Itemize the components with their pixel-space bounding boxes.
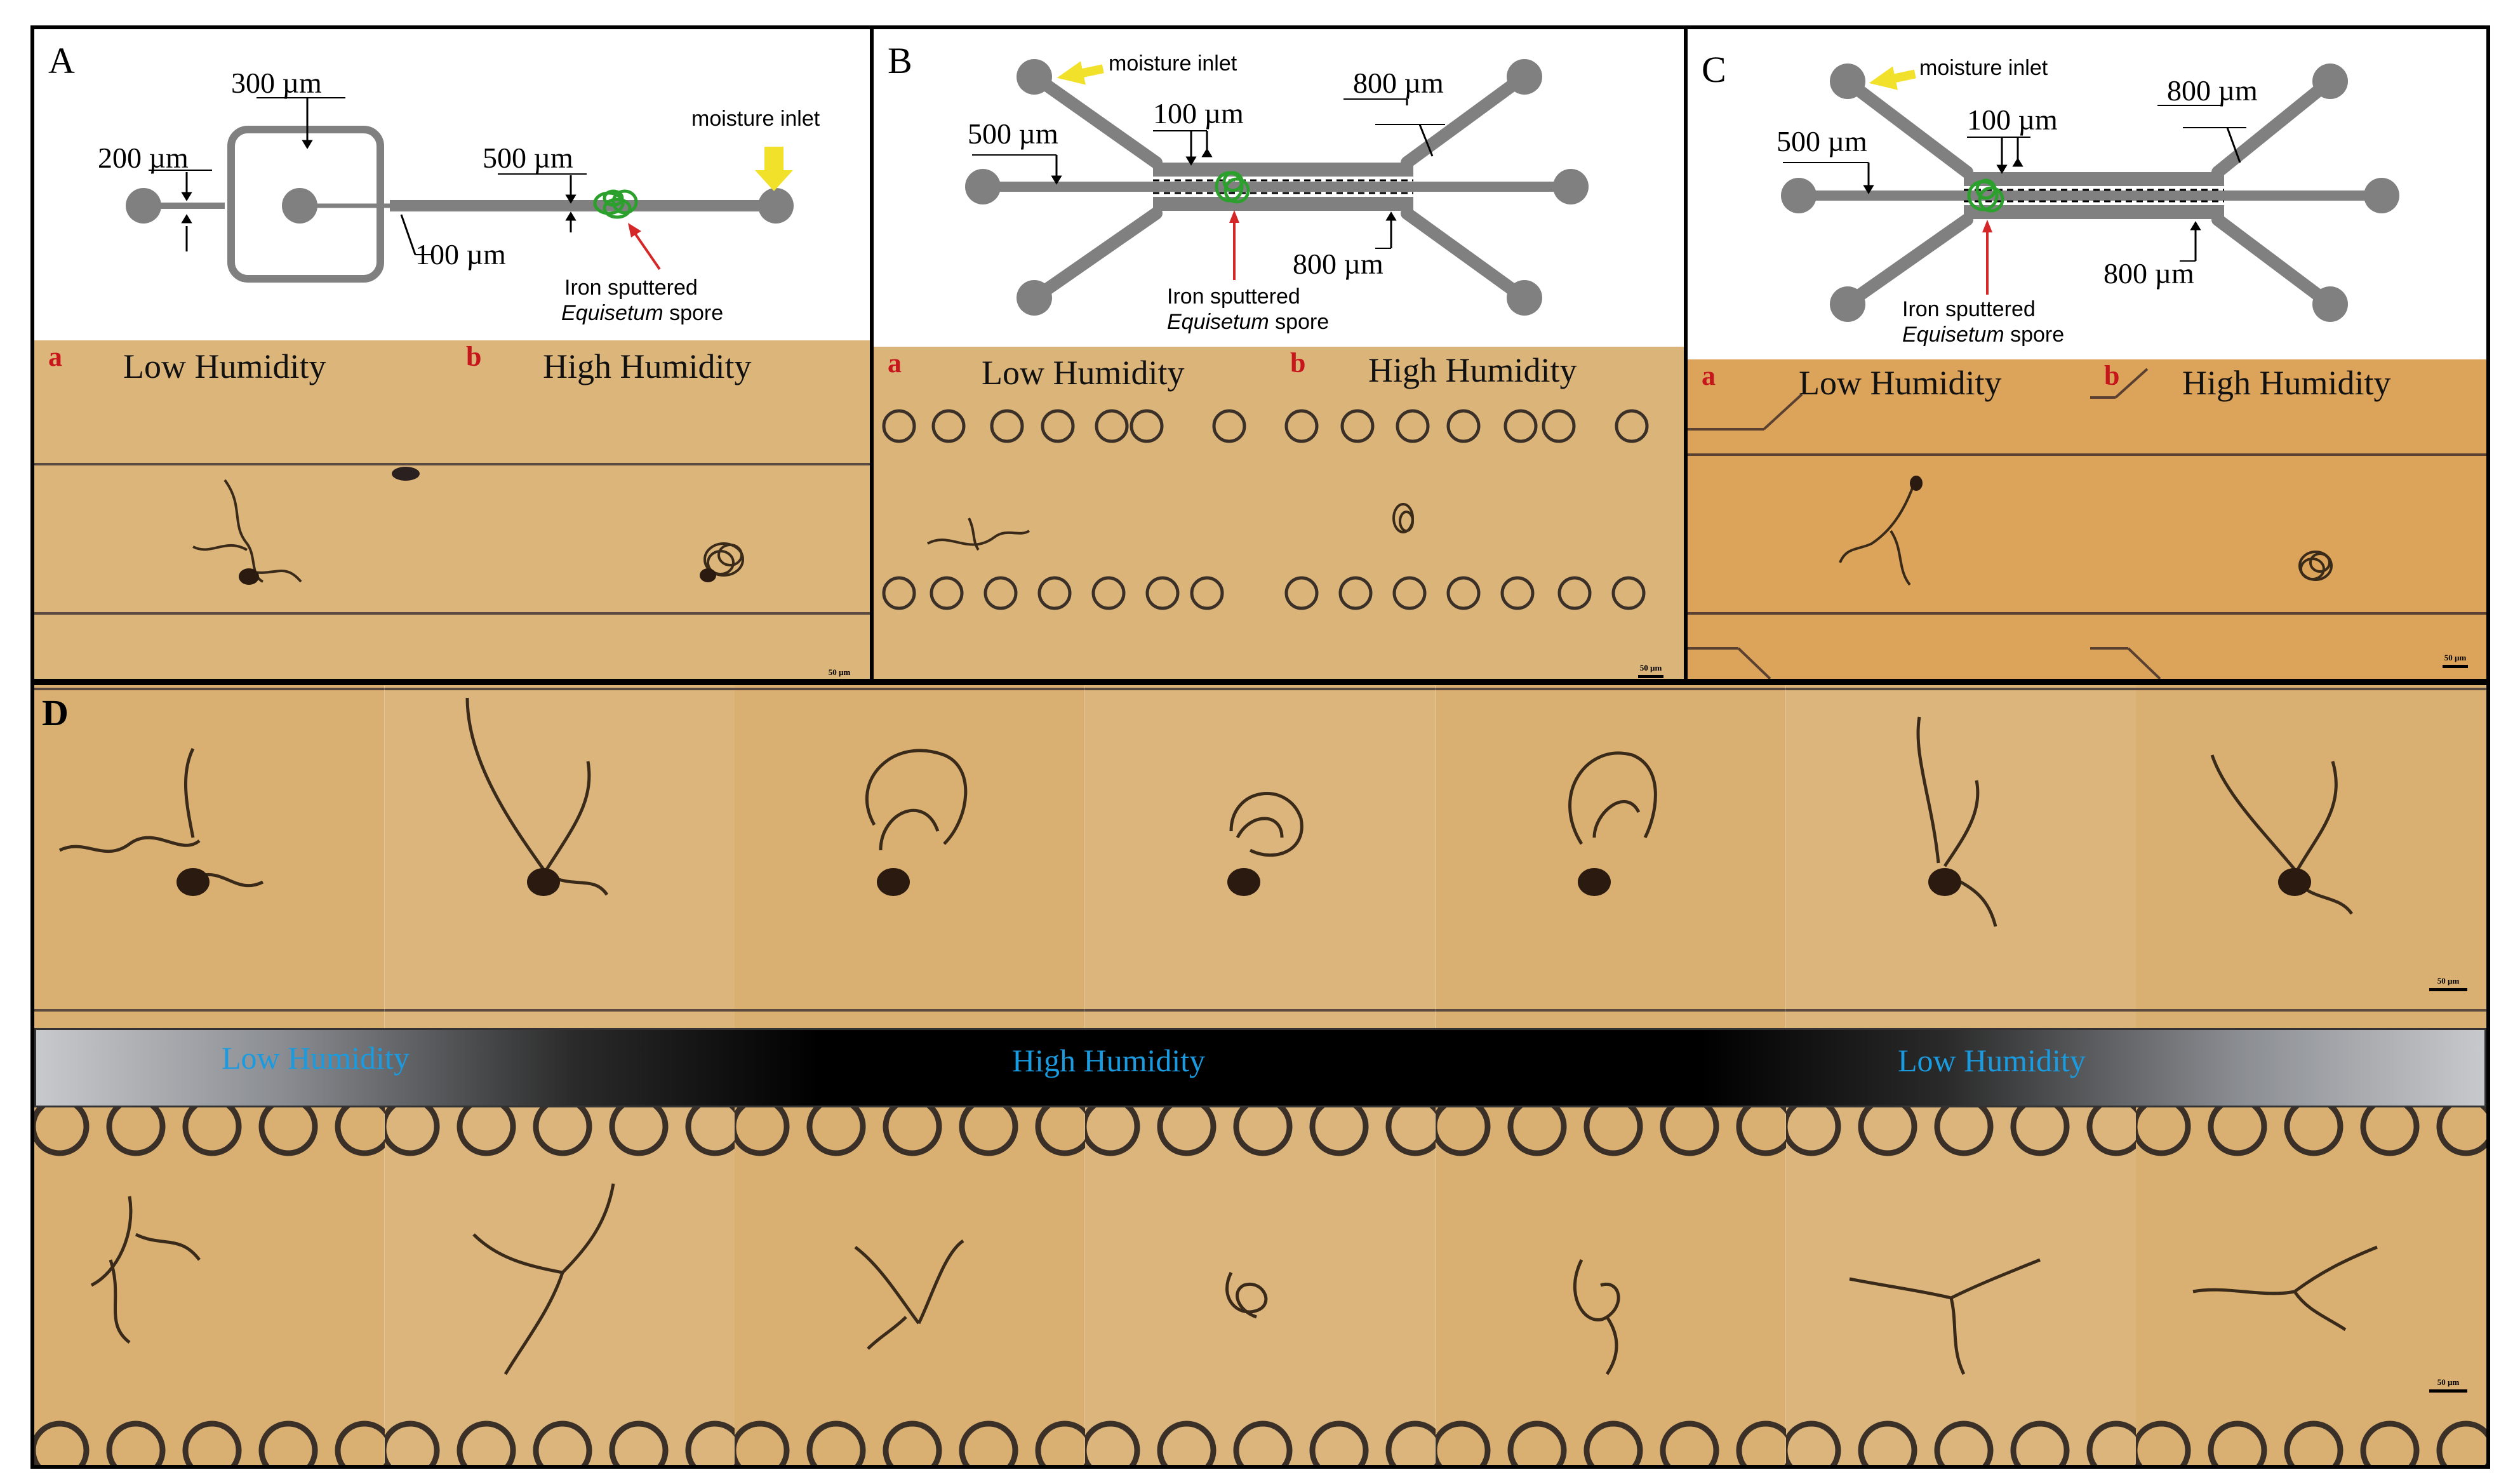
panel-c-micro-b: b High Humidity 50 µm — [2090, 359, 2486, 679]
panel-c-letter: C — [1702, 49, 1726, 90]
d-top-frame-4 — [1085, 685, 1436, 1028]
c-dim-100: 100 µm — [1967, 104, 2058, 136]
a-dim-200: 200 µm — [98, 142, 189, 174]
d-top-frame-6 — [1785, 685, 2137, 1028]
panel-c-micro-a: a Low Humidity — [1688, 359, 2090, 679]
a-moisture-inlet: moisture inlet — [691, 107, 820, 131]
panel-b-micro-a: a Low Humidity — [874, 347, 1276, 679]
c-low-humidity: Low Humidity — [1799, 364, 2002, 402]
panel-d: Low Humidity High Humidity Low Humidity … — [30, 681, 2490, 1469]
d-top-frame-7 — [2136, 685, 2486, 1028]
c-sub-a: a — [1702, 360, 1716, 391]
c-high-humidity: High Humidity — [2182, 364, 2391, 402]
c-dim-800b: 800 µm — [2103, 257, 2194, 290]
b-dim-100: 100 µm — [1153, 97, 1244, 130]
d-low-humidity-right: Low Humidity — [1898, 1043, 2086, 1078]
c-spore-rest: spore — [2004, 323, 2065, 347]
b-high-humidity: High Humidity — [1368, 351, 1577, 389]
d-bottom-frame-5 — [1435, 1107, 1786, 1465]
a-scale-label: 50 µm — [828, 667, 851, 677]
c-scale-label: 50 µm — [2444, 653, 2467, 662]
a-scale-bar: 50 µm — [827, 667, 852, 679]
a-dim-500: 500 µm — [483, 142, 573, 174]
a-dim-100: 100 µm — [415, 238, 506, 271]
b-spore-italic: Equisetum — [1167, 310, 1269, 334]
d-bottom-row — [34, 1107, 2486, 1465]
d-top-frame-2 — [384, 685, 735, 1028]
d-bottom-frame-3 — [735, 1107, 1086, 1465]
c-moisture-inlet: moisture inlet — [1919, 56, 2048, 80]
svg-text:Equisetum spore: Equisetum spore — [1167, 310, 1329, 334]
a-spore-line1: Iron sputtered — [564, 276, 698, 300]
d-top-frame-1 — [34, 685, 385, 1028]
b-scale-label: 50 µm — [1639, 663, 1662, 672]
a-spore-rest: spore — [663, 301, 724, 325]
a-low-humidity: Low Humidity — [123, 347, 326, 385]
panel-b-letter: B — [888, 40, 912, 81]
panel-a-micro-b: b High Humidity 50 µm — [451, 340, 871, 679]
d-bottom-frame-6 — [1785, 1107, 2137, 1465]
b-sub-a: a — [888, 347, 902, 378]
panel-b-micro-b: b High Humidity 50 µm — [1276, 347, 1685, 679]
a-spore-italic: Equisetum — [561, 301, 663, 325]
b-moisture-inlet: moisture inlet — [1109, 51, 1237, 76]
panel-b-schematic: moisture inlet 500 µm 100 µm 800 µm 800 … — [965, 51, 1589, 334]
b-dim-800b: 800 µm — [1293, 248, 1383, 280]
svg-text:Equisetum spore: Equisetum spore — [561, 301, 723, 325]
d-scale-bottom-label: 50 µm — [2437, 1377, 2460, 1387]
b-dim-500: 500 µm — [968, 117, 1058, 150]
d-bottom-frame-7 — [2136, 1107, 2486, 1465]
d-scale-bar-bottom: 50 µm — [2429, 1377, 2467, 1393]
panel-c: C — [1684, 25, 2490, 683]
c-dim-800a: 800 µm — [2167, 74, 2258, 107]
d-top-row — [34, 685, 2486, 1028]
c-spore-line1: Iron sputtered — [1902, 297, 2036, 321]
d-scale-bar-top: 50 µm — [2429, 976, 2467, 991]
panel-a: A 200 µ — [30, 25, 875, 683]
d-bottom-frame-2 — [384, 1107, 735, 1465]
panel-d-letter: D — [42, 692, 69, 733]
d-top-frame-5 — [1435, 685, 1786, 1028]
c-scale-bar: 50 µm — [2443, 653, 2468, 668]
a-high-humidity: High Humidity — [543, 347, 752, 385]
b-scale-bar: 50 µm — [1638, 663, 1663, 678]
a-dim-300: 300 µm — [231, 67, 322, 99]
humidity-gradient-bar — [34, 1028, 2486, 1107]
d-bottom-frame-4 — [1085, 1107, 1436, 1465]
a-sub-b: b — [466, 341, 482, 372]
c-dim-500: 500 µm — [1777, 125, 1867, 157]
c-spore-italic: Equisetum — [1902, 323, 2004, 347]
b-spore-line1: Iron sputtered — [1167, 284, 1300, 309]
d-top-frame-3 — [735, 685, 1086, 1028]
panel-b: B — [870, 25, 1689, 683]
d-scale-top-label: 50 µm — [2437, 976, 2460, 986]
panel-a-micro-a: a Low Humidity — [34, 340, 451, 679]
b-spore-rest: spore — [1269, 310, 1330, 334]
b-low-humidity: Low Humidity — [982, 354, 1185, 392]
panel-c-schematic: moisture inlet 500 µm 100 µm 800 µm 800 … — [1777, 56, 2399, 347]
d-bottom-frame-1 — [34, 1107, 385, 1465]
b-dim-800a: 800 µm — [1353, 67, 1444, 99]
d-high-humidity: High Humidity — [1012, 1043, 1206, 1078]
panel-a-letter: A — [48, 40, 75, 81]
b-sub-b: b — [1290, 347, 1306, 378]
svg-text:Equisetum spore: Equisetum spore — [1902, 323, 2064, 347]
d-low-humidity-left: Low Humidity — [222, 1040, 410, 1076]
c-sub-b: b — [2104, 360, 2120, 391]
panel-a-schematic: 200 µm 300 µm 500 µm 100 µm moisture inl… — [98, 67, 820, 325]
a-sub-a: a — [48, 341, 62, 372]
